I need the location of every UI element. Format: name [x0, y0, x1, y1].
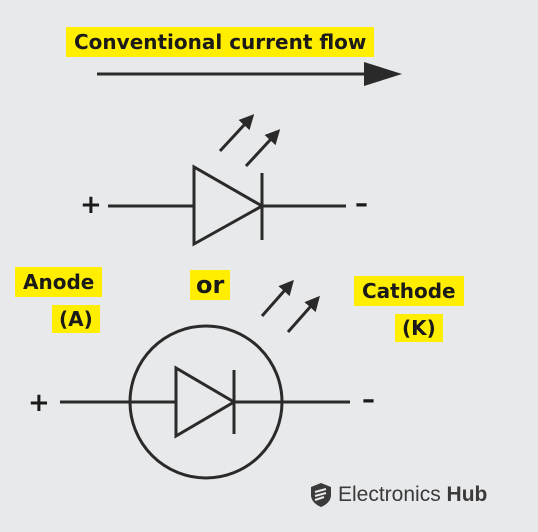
light-emission-arrows-top	[218, 114, 281, 168]
cathode-label-line2: (K)	[395, 314, 443, 342]
brand-word: Electronics	[338, 483, 441, 506]
or-label: or	[190, 270, 231, 300]
brand-name: Electronics Hub	[338, 483, 487, 507]
electronics-hub-logo-icon	[311, 483, 331, 507]
anode-label-line1: Anode	[15, 267, 103, 297]
current-flow-title: Conventional current flow	[66, 27, 375, 57]
minus-sign-bottom: –	[362, 385, 375, 415]
brand-strong: Hub	[446, 483, 488, 506]
cathode-label-line1: Cathode	[354, 276, 464, 306]
anode-label-line2: (A)	[52, 305, 100, 333]
plus-sign-top: +	[80, 190, 102, 220]
light-emission-arrows-bottom	[260, 279, 320, 333]
minus-sign-top: –	[355, 189, 368, 219]
current-flow-arrow	[97, 62, 402, 86]
led-symbol-circled	[60, 324, 350, 480]
led-symbol-plain	[108, 164, 346, 247]
plus-sign-bottom: +	[28, 388, 50, 418]
brand-watermark: Electronics Hub	[310, 482, 487, 508]
